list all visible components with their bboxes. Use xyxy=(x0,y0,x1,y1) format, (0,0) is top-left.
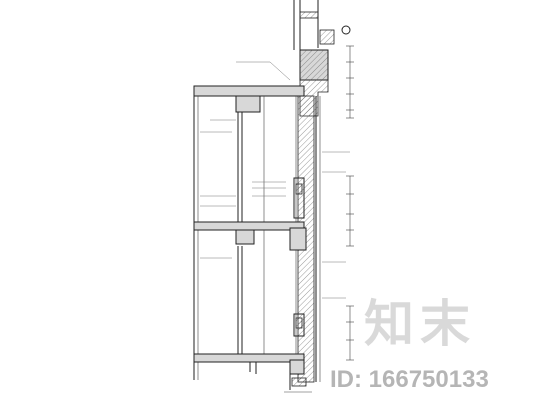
window-lower xyxy=(237,230,305,356)
dimension-chain xyxy=(346,45,354,361)
watermark-logo: 知末 xyxy=(364,295,476,353)
watermark-id-text: ID: 166750133 xyxy=(330,366,489,393)
leader-notes xyxy=(236,61,350,299)
floor-slab-middle xyxy=(193,221,307,251)
floor-slab-top xyxy=(193,85,305,380)
interior-lines xyxy=(200,119,286,259)
callout-marker xyxy=(341,25,351,35)
window-upper xyxy=(237,96,305,224)
floor-slab-bottom xyxy=(193,353,305,375)
base-detail xyxy=(284,374,312,393)
